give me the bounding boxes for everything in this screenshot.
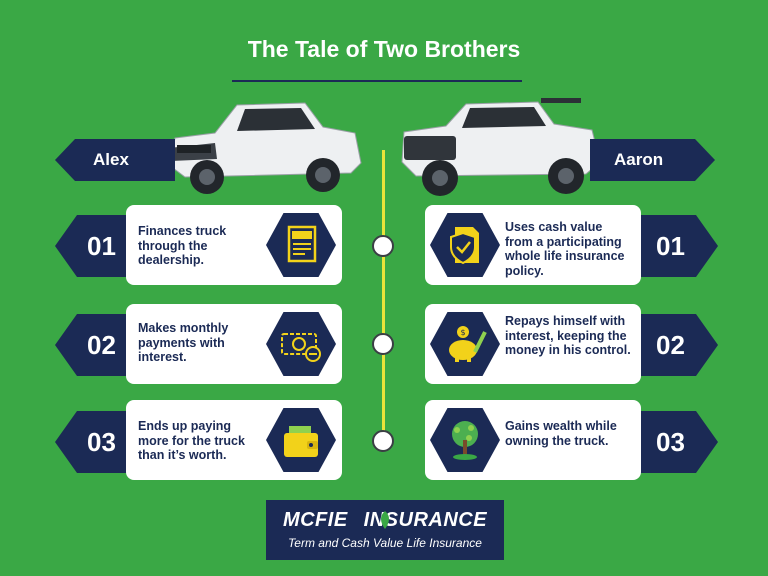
alex-step-card: Makes monthly payments with interest. (126, 304, 342, 384)
alex-step-text: Ends up paying more for the truck than i… (138, 419, 245, 462)
white-pickup-truck-left-image (168, 102, 362, 194)
insurance-policy-icon (430, 213, 500, 277)
aaron-name-banner: Aaron (590, 139, 715, 181)
logo-tagline: Term and Cash Value Life Insurance (288, 536, 482, 550)
timeline-node (372, 235, 394, 257)
aaron-step-card: $ Repays himself with interest, keeping … (425, 304, 641, 384)
aaron-step-card: Gains wealth while owning the truck. (425, 400, 641, 480)
logo-name-part2: INSURANCE (363, 509, 488, 531)
alex-name-banner: Alex (55, 139, 175, 181)
alex-step-card: Finances truck through the dealership. (126, 205, 342, 285)
piggy-bank-icon: $ (430, 312, 500, 376)
money-tree-icon (430, 408, 500, 472)
logo-name-part1: MCFIE (282, 509, 348, 531)
timeline-node (372, 430, 394, 452)
wallet-icon (266, 408, 336, 472)
aaron-step-number: 02 (628, 314, 718, 376)
aaron-step-text: Uses cash value from a participating who… (505, 220, 625, 278)
money-minus-icon (266, 312, 336, 376)
alex-step-card: Ends up paying more for the truck than i… (126, 400, 342, 480)
mcfie-insurance-logo: MCFIE INSURANCE Term and Cash Value Life … (266, 500, 504, 560)
timeline-line (382, 150, 385, 445)
aaron-step-text: Repays himself with interest, keeping th… (505, 314, 631, 357)
loan-document-icon (266, 213, 336, 277)
aaron-name-label: Aaron (614, 150, 664, 169)
white-pickup-truck-right-image (401, 98, 601, 196)
aaron-step-card: Uses cash value from a participating who… (425, 205, 641, 285)
alex-step-text: Finances truck through the dealership. (138, 224, 227, 267)
timeline-node (372, 333, 394, 355)
aaron-step-number: 01 (628, 215, 718, 277)
title-underline (232, 80, 522, 82)
logo-company-name: MCFIE INSURANCE (266, 509, 504, 532)
alex-name-label: Alex (93, 150, 129, 169)
aaron-step-number: 03 (628, 411, 718, 473)
aaron-step-text: Gains wealth while owning the truck. (505, 419, 617, 448)
leaf-icon (381, 511, 389, 529)
alex-step-text: Makes monthly payments with interest. (138, 321, 229, 364)
page-title: The Tale of Two Brothers (247, 36, 521, 62)
svg-text:$: $ (460, 328, 465, 337)
